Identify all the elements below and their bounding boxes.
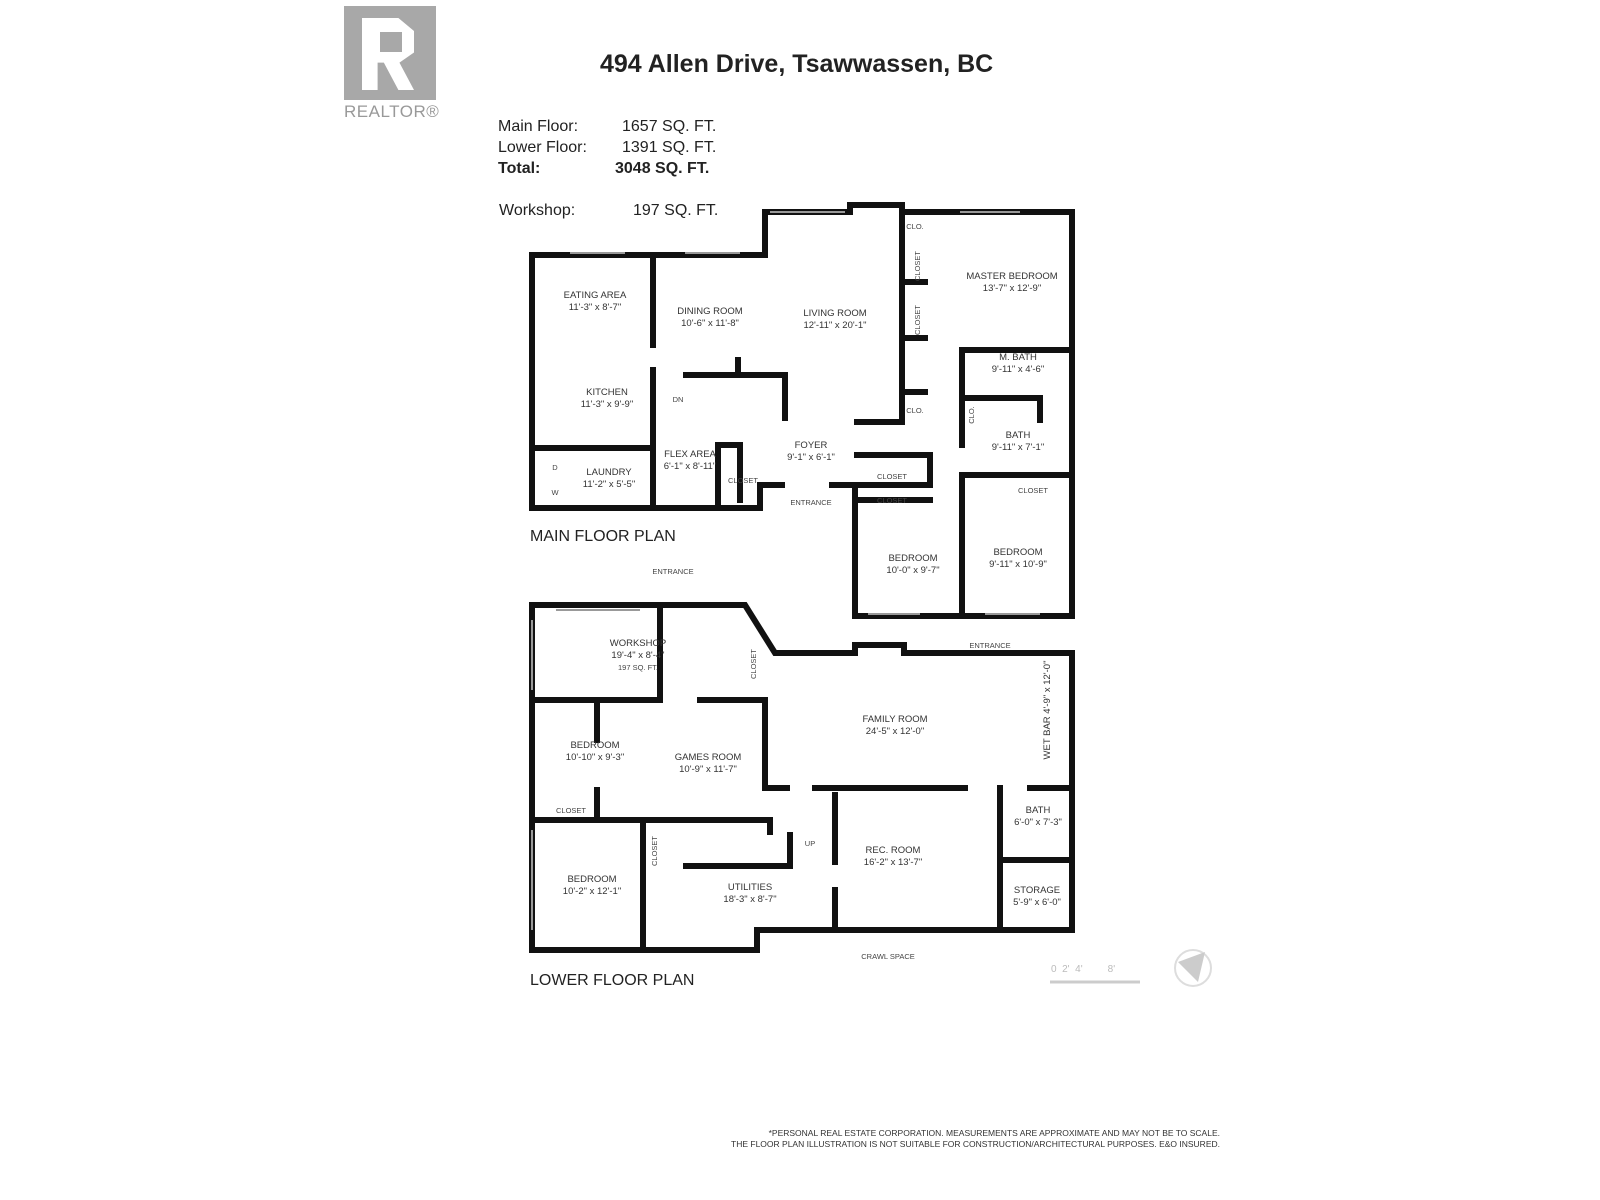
realtor-logo-text: REALTOR® [344,102,440,121]
closet-label: CLOSET [913,304,922,336]
closet-label: CLO. [906,222,924,231]
closet-label: CLO. [906,406,924,415]
dryer-label: D [552,463,558,472]
room-wet-bar: WET BAR 4'-9" x 12'-0" [1042,660,1053,760]
stairs-down-label: DN [672,395,684,404]
total-area-label: Total: [498,160,541,177]
closet-label: CLOSET [555,806,587,815]
lower-floor-area-value: 1391 SQ. FT. [622,139,717,156]
closet-label: CLOSET [876,496,908,505]
entrance-label: ENTRANCE [969,641,1011,650]
stairs-up-label: UP [804,839,816,848]
lower-floor-area-label: Lower Floor: [498,139,587,156]
closet-label: CLO. [967,406,976,424]
entrance-label: ENTRANCE [652,567,694,576]
washer-label: W [551,488,559,497]
main-floor-plan-title: MAIN FLOOR PLAN [530,528,676,545]
closet-label: CLOSET [913,250,922,282]
main-floor-area-label: Main Floor: [498,118,579,135]
closet-label: CLOSET [650,835,659,867]
workshop-area-value: 197 SQ. FT. [633,202,719,219]
compass-icon [1174,949,1212,987]
crawl-space-label: CRAWL SPACE [861,952,915,961]
lower-floor-plan-title: LOWER FLOOR PLAN [530,972,695,989]
property-address-title: 494 Allen Drive, Tsawwassen, BC [600,50,994,78]
scale-bar: 0 2' 4' 8' [1051,964,1116,975]
main-floor-area-value: 1657 SQ. FT. [622,118,717,135]
closet-label: CLOSET [1017,486,1049,495]
total-area-value: 3048 SQ. FT. [615,160,710,177]
closet-label: CLOSET [749,648,758,680]
disclaimer: *PERSONAL REAL ESTATE CORPORATION. MEASU… [731,1128,1220,1149]
realtor-logo [344,6,436,100]
workshop-area-label: Workshop: [499,202,576,219]
closet-label: CLOSET [876,472,908,481]
closet-label: CLOSET [727,476,759,485]
entrance-label: ENTRANCE [790,498,832,507]
